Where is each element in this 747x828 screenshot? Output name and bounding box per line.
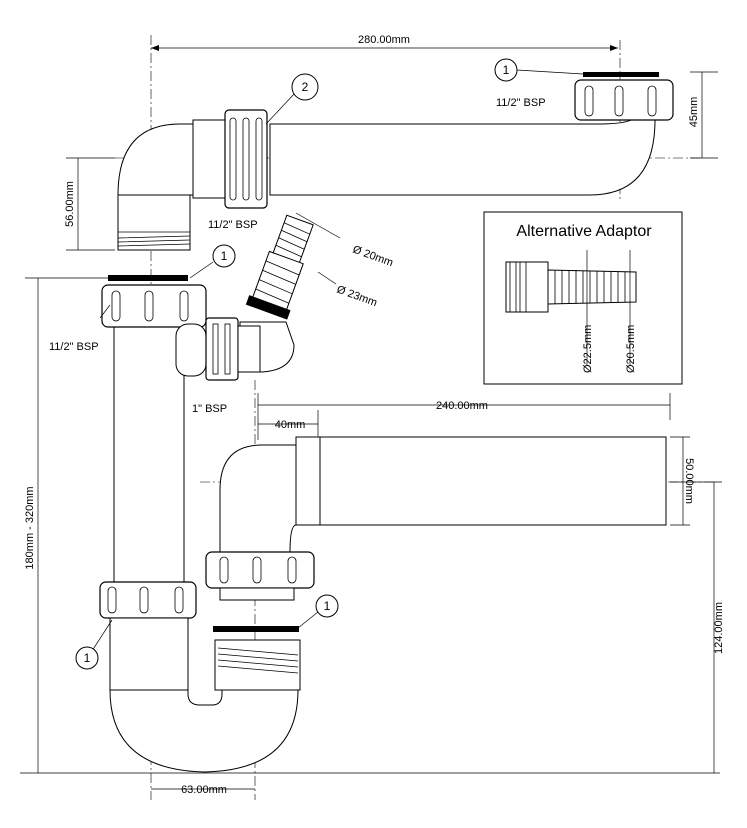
callout-1-bottom-left: 1 <box>75 646 99 670</box>
label-bsp-mid-left: 11/2" BSP <box>49 341 99 353</box>
dimension-lines <box>20 45 722 790</box>
dim-total-height: 180mm - 320mm <box>24 486 36 569</box>
hose-adaptor <box>245 214 314 320</box>
dim-top-left-height: 56.00mm <box>64 181 76 227</box>
dim-bottom-width: 63.00mm <box>181 784 227 796</box>
svg-text:2: 2 <box>302 80 309 94</box>
svg-text:1: 1 <box>221 249 228 263</box>
label-bsp-top-right: 11/2" BSP <box>496 97 546 109</box>
label-bsp-one-inch: 1" BSP <box>192 403 227 415</box>
dim-overflow-offset: 40mm <box>275 419 306 431</box>
callout-1-top-right: 1 <box>494 58 518 82</box>
svg-text:1: 1 <box>503 63 510 77</box>
callout-2-top: 2 <box>291 73 319 101</box>
u-bend <box>109 689 299 773</box>
dim-overflow-diameter: 50.00mm <box>683 458 695 504</box>
svg-text:1: 1 <box>84 651 91 665</box>
adaptor-dim-b: Ø20.5mm <box>625 325 637 373</box>
main-vertical-pipe <box>99 275 261 691</box>
dim-hose-20: Ø 20mm <box>351 244 395 270</box>
callout-1-outlet: 1 <box>315 594 339 618</box>
top-overflow-arm <box>117 72 674 251</box>
callout-1-mid-left: 1 <box>212 244 236 268</box>
label-bsp-top-left: 11/2" BSP <box>208 219 258 231</box>
alternative-adaptor-box <box>483 211 683 385</box>
dim-outlet-height: 124.00mm <box>713 602 725 654</box>
dim-top-right-height: 45mm <box>688 97 700 128</box>
adaptor-title: Alternative Adaptor <box>516 223 652 240</box>
waste-outlet <box>205 436 667 601</box>
adaptor-dim-a: Ø22.5mm <box>582 325 594 373</box>
svg-text:1: 1 <box>324 599 331 613</box>
dim-top-width: 280.00mm <box>358 34 410 46</box>
right-outlet <box>213 626 301 691</box>
dim-hose-23: Ø 23mm <box>335 284 379 310</box>
dim-overflow-width: 240.00mm <box>436 400 488 412</box>
